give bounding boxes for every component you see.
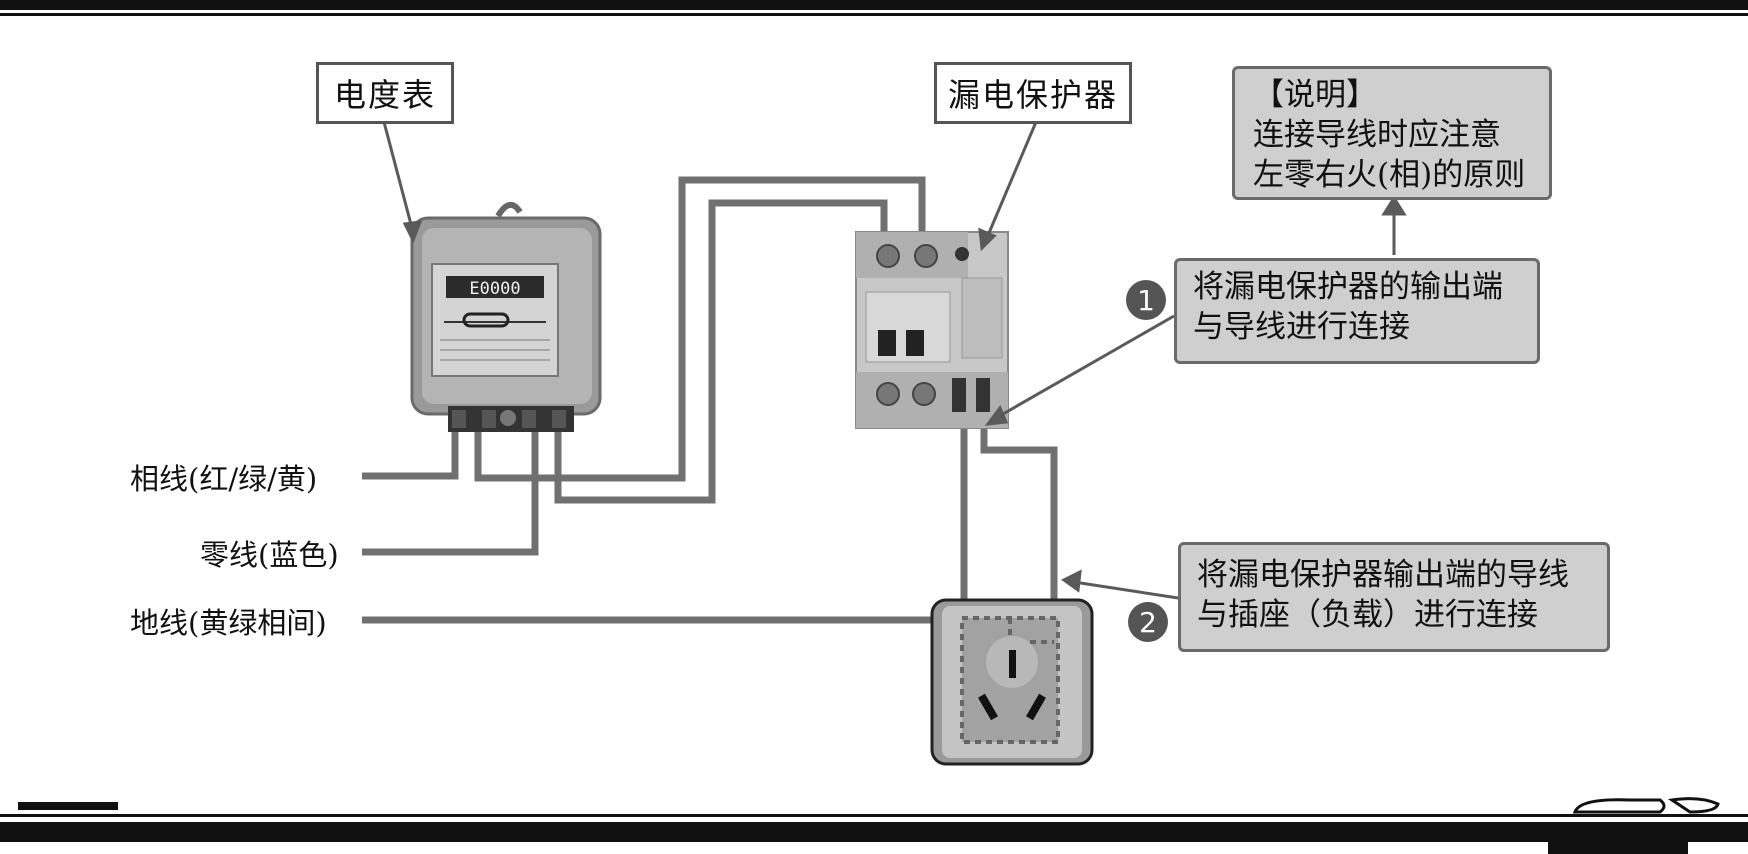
bottom-frame-thin-line [0,814,1748,817]
neutral-wire-in [362,430,539,556]
leakage-protector [855,231,1009,429]
bottom-right-tab [1548,840,1688,854]
protector-label: 漏电保护器 [934,62,1132,124]
power-socket [930,598,1094,766]
ground-wire-label: 地线(黄绿相间) [130,606,327,640]
meter-label: 电度表 [316,62,454,124]
phase-wire-in [362,430,459,480]
step1-pointer [995,314,1175,420]
meter-to-protector-wire-2 [554,199,888,504]
step2-pointer [1073,580,1179,600]
meter-reading: E0000 [469,279,520,299]
top-frame-bar [0,0,1748,10]
pointer-arrows [382,121,1407,600]
step-2-line-2: 与插座（负载）进行连接 [1197,597,1538,633]
top-frame-thin-line [0,13,1748,16]
step-1-line-1: 将漏电保护器的输出端 [1193,269,1503,305]
decorative-pencil-icon [1572,797,1720,814]
step-2-line-1: 将漏电保护器输出端的导线 [1197,557,1569,593]
arrow-head [984,405,1009,426]
meter-label-pointer [382,121,415,233]
neutral-wire-label: 零线(蓝色) [200,538,339,572]
phase-wire-label: 相线(红/绿/黄) [130,462,318,496]
explanation-note: 【说明】 连接导线时应注意 左零右火(相)的原则 [1232,66,1552,200]
electricity-meter: E0000 [410,202,602,432]
step-2-note: 将漏电保护器输出端的导线 与插座（负载）进行连接 [1178,542,1610,652]
step-1-note: 将漏电保护器的输出端 与导线进行连接 [1174,258,1540,364]
arrow-head [1381,195,1407,216]
note-line-2: 连接导线时应注意 [1253,117,1501,153]
step-1-line-2: 与导线进行连接 [1193,309,1410,345]
meter-to-protector-wire-1 [474,176,926,482]
arrow-head [978,227,997,252]
note-line-3: 左零右火(相)的原则 [1253,157,1526,193]
protector-label-pointer [984,121,1038,241]
note-line-1: 【说明】 [1253,77,1377,113]
bottom-frame-bar [0,822,1748,842]
wires [362,176,1058,765]
bottom-left-marker [18,802,118,810]
step-2-badge: 2 [1128,602,1168,642]
arrow-head [1061,569,1082,593]
step-1-badge: 1 [1126,280,1166,320]
arrow-head [402,220,423,244]
